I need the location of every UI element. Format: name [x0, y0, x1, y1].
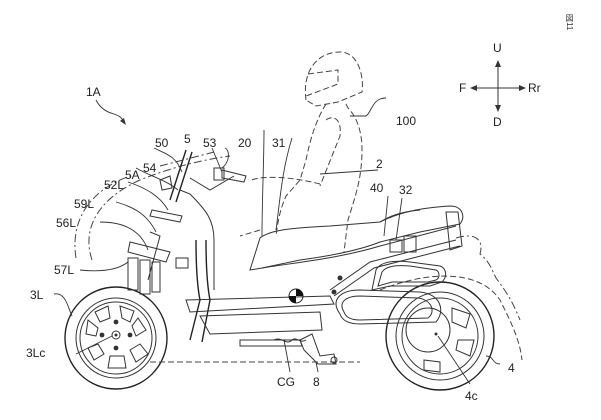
- label-53: 53: [203, 136, 217, 150]
- handlebar: [159, 151, 247, 191]
- direction-arrows-icon: [470, 60, 526, 112]
- main-frame: [179, 189, 335, 347]
- vehicle-leader-arrow: [95, 99, 125, 123]
- front-wheel: [64, 286, 168, 390]
- label-4: 4: [508, 361, 515, 375]
- seat: [249, 205, 464, 271]
- direction-up-label: U: [493, 41, 502, 55]
- label-2: 2: [376, 157, 383, 171]
- label-5A: 5A: [125, 168, 140, 182]
- label-5: 5: [184, 132, 191, 146]
- label-31: 31: [272, 136, 286, 150]
- label-3Lc: 3Lc: [26, 346, 46, 360]
- label-32: 32: [399, 183, 413, 197]
- direction-rear-label: Rr: [528, 81, 541, 95]
- footrest-bracket: [150, 333, 360, 365]
- label-1A: 1A: [86, 85, 101, 99]
- label-8: 8: [313, 375, 320, 389]
- label-50: 50: [155, 136, 169, 150]
- label-100: 100: [396, 114, 417, 128]
- figure-number: 図11: [565, 14, 574, 31]
- label-3L: 3L: [30, 288, 44, 302]
- front-fork: [127, 149, 193, 295]
- label-52L: 52L: [104, 178, 125, 192]
- rider-outline: [239, 51, 363, 253]
- direction-down-label: D: [493, 115, 502, 129]
- rear-frame: [329, 211, 463, 297]
- label-59L: 59L: [74, 197, 95, 211]
- label-57L: 57L: [54, 263, 75, 277]
- rear-wheel: [385, 281, 495, 391]
- direction-front-label: F: [459, 81, 467, 95]
- label-CG: CG: [277, 375, 295, 389]
- label-54: 54: [143, 161, 157, 175]
- label-20: 20: [238, 136, 252, 150]
- label-4c: 4c: [465, 389, 478, 403]
- label-56L: 56L: [56, 216, 77, 230]
- label-40: 40: [370, 181, 384, 195]
- engine-case: [335, 260, 447, 325]
